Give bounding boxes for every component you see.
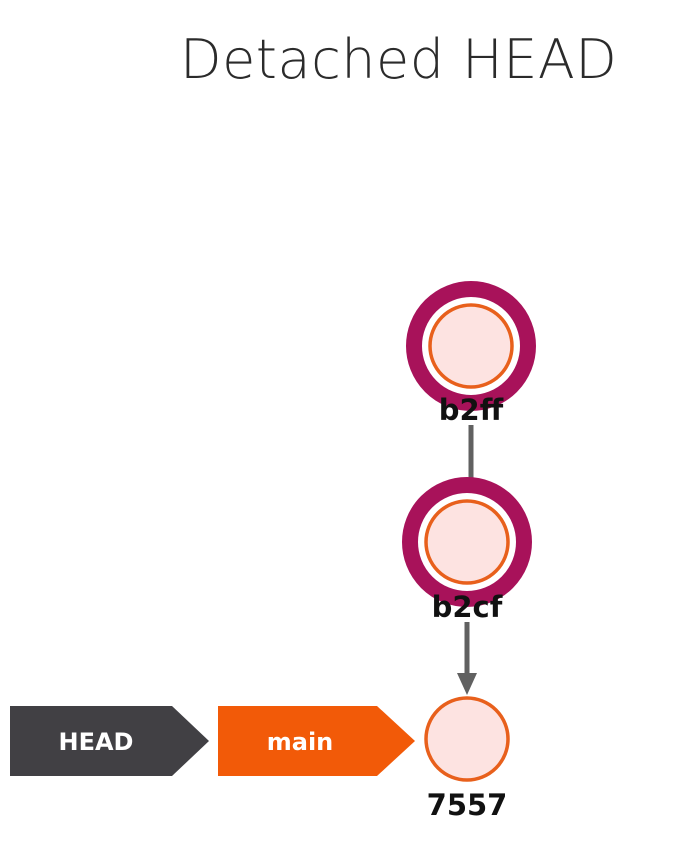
commit-label-b2ff: b2ff [439,393,504,427]
commit-label-7557: 7557 [427,788,508,822]
page-title: Detached HEAD [180,28,618,91]
commit-node-b2cf[interactable] [402,477,532,607]
head-ref-label: HEAD [59,728,134,756]
commit-label-b2cf: b2cf [432,590,503,624]
parent-arrow-b2cf-7557 [457,622,477,695]
branch-ref-label: main [267,728,334,756]
commit-circle [424,696,510,782]
commit-circle [428,303,514,389]
commit-circle [424,499,510,585]
branch-ref-tag-main[interactable]: main [218,706,415,776]
head-ref-tag[interactable]: HEAD [10,706,209,776]
commit-node-b2ff[interactable] [406,281,536,411]
commit-node-7557[interactable] [424,696,510,782]
